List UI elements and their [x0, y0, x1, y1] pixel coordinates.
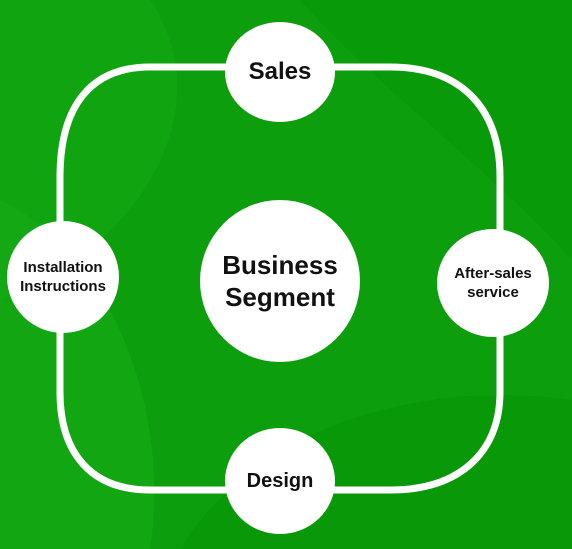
after-sales-label-line1: After-sales: [454, 265, 532, 282]
design-node: Design: [225, 428, 335, 534]
installation-label-line1: Installation: [23, 259, 103, 276]
sales-label: Sales: [248, 58, 312, 85]
installation-label-line2: Instructions: [20, 278, 106, 295]
center-label-line2: Segment: [225, 282, 335, 312]
sales-node: Sales: [225, 22, 335, 122]
after-sales-service-node: After-sales service: [437, 229, 549, 337]
after-sales-label-line2: service: [467, 284, 519, 301]
business-segment-center-node: Business Segment: [200, 200, 360, 362]
design-label: Design: [246, 469, 314, 492]
center-label-line1: Business: [222, 250, 338, 280]
installation-instructions-node: Installation Instructions: [7, 221, 119, 333]
